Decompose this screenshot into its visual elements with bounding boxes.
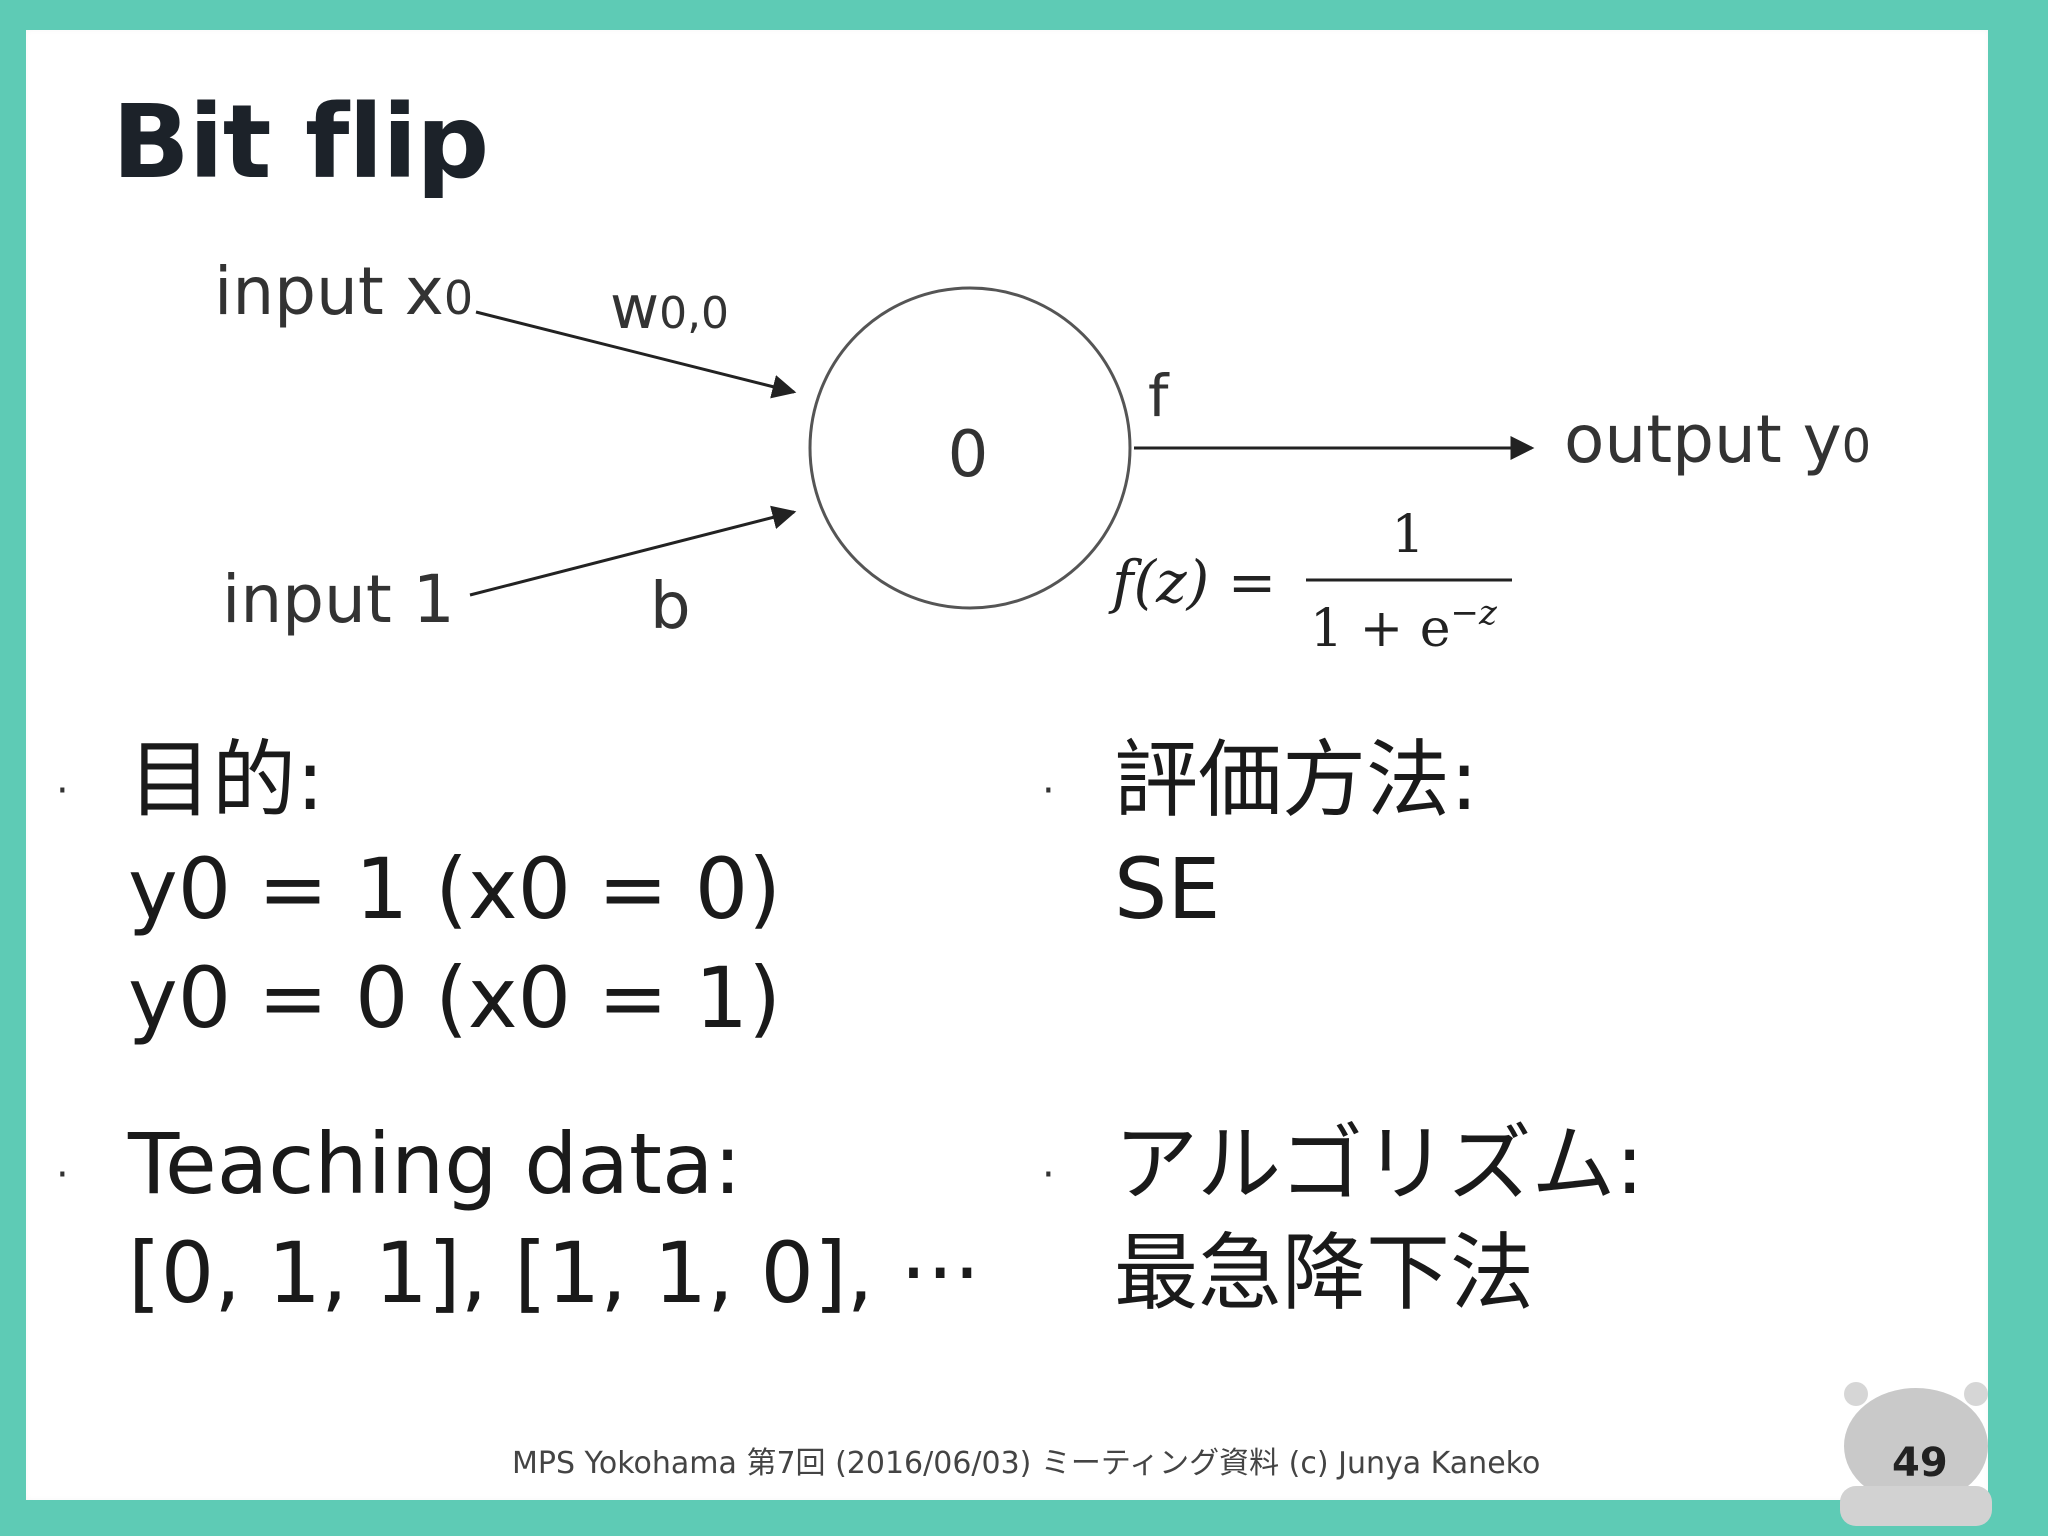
- page-number: 49: [1892, 1440, 1948, 1486]
- evaluation-bullet: · 評価方法: SE: [1042, 726, 1479, 944]
- objective-line-2: y0 = 0 (x0 = 1): [128, 949, 782, 1048]
- evaluation-line-1: SE: [1114, 840, 1221, 939]
- bullet-dot: ·: [56, 1152, 69, 1198]
- slide-title: Bit flip: [112, 83, 489, 202]
- teaching-line-1: [0, 1, 1], [1, 1, 0], ···: [128, 1224, 981, 1323]
- bullet-dot: ·: [1042, 1152, 1055, 1198]
- objective-heading: 目的:: [128, 731, 325, 829]
- objective-line-1: y0 = 1 (x0 = 0): [128, 840, 782, 939]
- evaluation-heading: 評価方法:: [1114, 731, 1479, 829]
- mascot-icon: [1840, 1382, 1992, 1526]
- algorithm-line-1: 最急降下法: [1114, 1224, 1535, 1323]
- objective-bullet: · 目的: y0 = 1 (x0 = 0) y0 = 0 (x0 = 1): [56, 726, 782, 1054]
- bullet-dot: ·: [56, 768, 69, 814]
- bullet-dot: ·: [1042, 768, 1055, 814]
- slide: [26, 30, 1988, 1500]
- teaching-data-bullet: · Teaching data: [0, 1, 1], [1, 1, 0], ·…: [56, 1110, 981, 1328]
- algorithm-bullet: · アルゴリズム: 最急降下法: [1042, 1110, 1644, 1328]
- slide-footer: MPS Yokohama 第7回 (2016/06/03) ミーティング資料 (…: [512, 1446, 1541, 1481]
- algorithm-heading: アルゴリズム:: [1114, 1115, 1644, 1213]
- teaching-heading: Teaching data:: [128, 1115, 742, 1213]
